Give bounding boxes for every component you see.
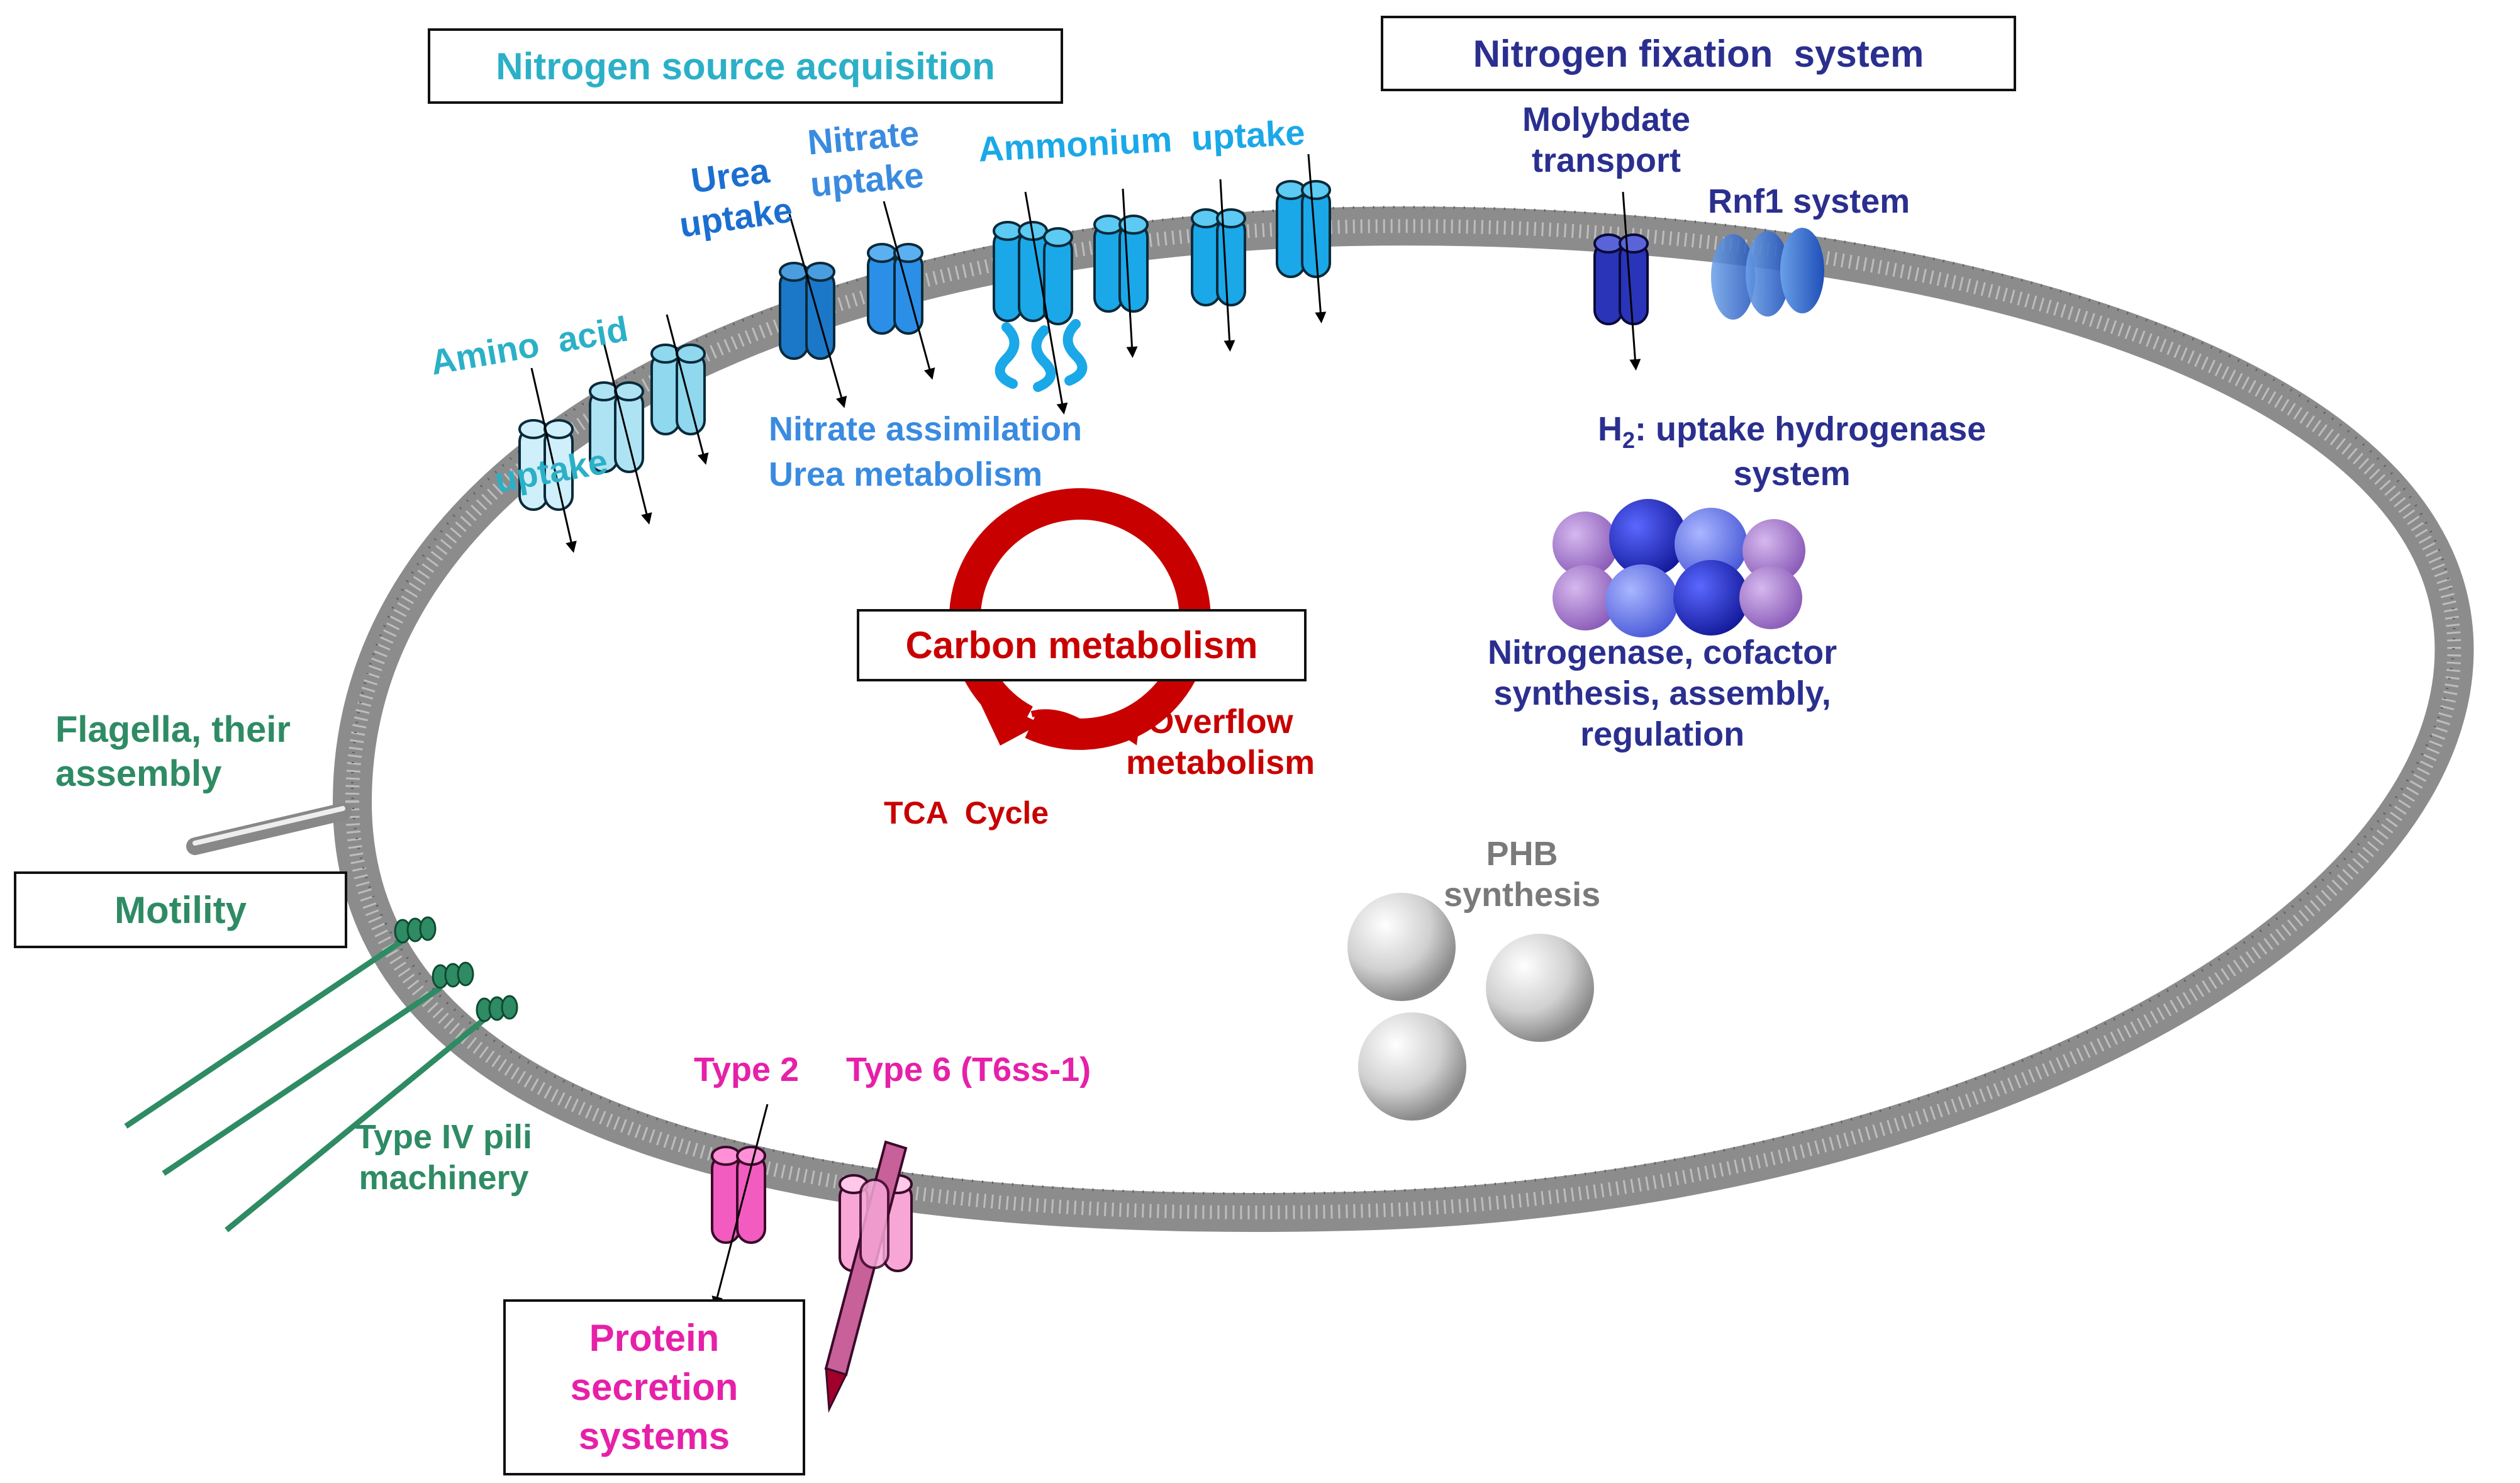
label-h2-prefix: H: [1598, 410, 1622, 448]
label-phb-line1: PHB: [1486, 835, 1558, 873]
molybdate-transporter: [1593, 233, 1649, 325]
flagellum-stub: [186, 803, 352, 855]
box-nitrogen-fixation-label: Nitrogen fixation system: [1473, 32, 1924, 75]
box-protein-secretion-line1: Protein: [589, 1317, 720, 1359]
ammonium-arrows: [1024, 154, 1327, 415]
box-motility-label: Motility: [114, 888, 247, 931]
molybdate-arrow: [1622, 191, 1641, 371]
urea-transporter: [779, 262, 835, 360]
label-amino-acid-line2: uptake: [491, 441, 611, 500]
box-nitrogen-fixation-system: Nitrogen fixation system: [1381, 16, 2016, 91]
label-urea-uptake: Urea uptake: [671, 147, 795, 246]
label-molybdate-line2: transport: [1532, 141, 1681, 179]
pili-motor-icon: [394, 916, 518, 1022]
phb-granules: [1347, 893, 1594, 1121]
label-overflow-metabolism: Overflow metabolism: [1126, 702, 1315, 783]
box-carbon-metabolism: Carbon metabolism: [857, 609, 1307, 681]
box-carbon-label: Carbon metabolism: [905, 624, 1258, 666]
label-h2-rest: : uptake hydrogenase: [1635, 410, 1987, 448]
label-molybdate-transport: Molybdate transport: [1522, 99, 1690, 181]
label-amino-acid-line1: Amino acid: [427, 308, 631, 383]
rnf1-complex: [1711, 228, 1824, 320]
label-type6: Type 6 (T6ss-1): [846, 1051, 1091, 1088]
label-nitrogenase: Nitrogenase, cofactor synthesis, assembl…: [1488, 632, 1837, 754]
nitrate-transporter: [867, 243, 923, 335]
label-type2: Type 2: [694, 1051, 800, 1088]
label-h2-uptake-hydrogenase: H2: uptake hydrogenase system: [1598, 409, 1986, 495]
box-protein-secretion-systems: Protein secretion systems: [503, 1299, 805, 1475]
type2-secretion-system: [711, 1146, 766, 1244]
label-nitrogenase-line1: Nitrogenase, cofactor: [1488, 634, 1837, 671]
box-motility: Motility: [14, 871, 347, 948]
box-nitrogen-source-acquisition: Nitrogen source acquisition: [428, 28, 1063, 104]
label-phb-line2: synthesis: [1444, 875, 1601, 914]
label-h2-line1: H2: uptake hydrogenase: [1598, 409, 1986, 454]
label-tca-cycle: TCA Cycle: [884, 795, 1049, 831]
label-phb-synthesis: PHB synthesis: [1444, 834, 1600, 915]
label-overflow-line1: Overflow: [1147, 703, 1293, 741]
urea-nitrate-arrows: [788, 201, 935, 408]
label-type-iv-pili: Type IV pili machinery: [355, 1117, 532, 1199]
label-h2-line2: system: [1733, 454, 1851, 493]
label-pili-line2: machinery: [359, 1158, 529, 1197]
label-nitrogenase-line3: regulation: [1580, 715, 1745, 753]
box-protein-secretion-line2: secretion: [570, 1366, 739, 1408]
label-rnf1-system: Rnf1 system: [1708, 182, 1910, 220]
box-protein-secretion-line3: systems: [578, 1415, 730, 1457]
type-iv-pili: [124, 916, 518, 1233]
label-nitrogenase-line2: synthesis, assembly,: [1493, 674, 1831, 712]
box-nitrogen-source-label: Nitrogen source acquisition: [496, 45, 995, 87]
type6-secretion-system: [824, 1140, 913, 1413]
label-nitrate-assimilation: Nitrate assimilation: [769, 410, 1083, 448]
amino-acid-transporters: [518, 344, 706, 511]
type2-arrow: [711, 1104, 769, 1308]
label-urea-metabolism: Urea metabolism: [769, 456, 1043, 493]
ammonium-squiggles: [995, 319, 1088, 392]
amino-acid-arrows: [530, 314, 709, 553]
nitrogenase-cluster: [1553, 499, 1805, 637]
label-overflow-line2: metabolism: [1126, 743, 1315, 781]
label-flagella-line2: assembly: [55, 753, 222, 794]
label-nitrate-uptake: Nitrate uptake: [805, 111, 925, 206]
overflow-arrow: [1030, 709, 1141, 746]
label-h2-subscript: 2: [1622, 427, 1636, 453]
label-flagella-line1: Flagella, their: [55, 709, 291, 750]
label-molybdate-line1: Molybdate: [1522, 101, 1691, 138]
label-flagella-assembly: Flagella, their assembly: [55, 708, 291, 795]
label-pili-line1: Type IV pili: [355, 1118, 533, 1156]
